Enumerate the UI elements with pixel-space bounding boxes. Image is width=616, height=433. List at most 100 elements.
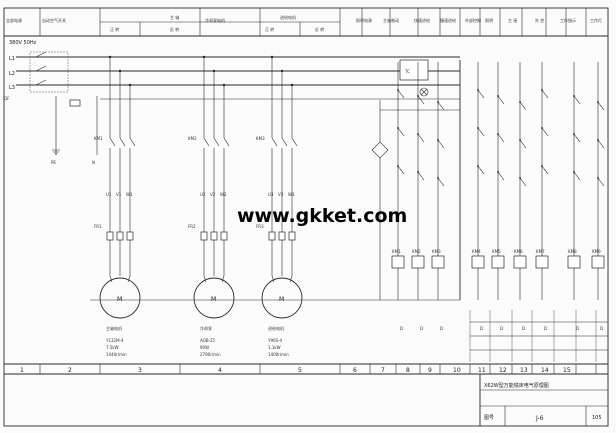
column-number-11: 11 xyxy=(478,367,486,374)
motor-2-spec3: 2790r/min xyxy=(200,352,221,357)
motor-2-symbol: M xyxy=(211,296,216,303)
motor-2-contactor: KM2 xyxy=(188,136,197,141)
row1-cell-2: D xyxy=(420,326,423,331)
motor-3-symbol: M xyxy=(279,296,284,303)
header-cell-15: 主 接 xyxy=(508,17,517,23)
supply-label: 380V 50Hz xyxy=(9,40,37,46)
ground-label: PE xyxy=(51,160,56,165)
header-cell-4: 反 转 xyxy=(170,26,179,32)
coil-label-2: KM2 xyxy=(412,249,421,254)
column-number-1: 1 xyxy=(20,367,24,374)
column-number-2: 2 xyxy=(68,367,72,374)
header-cell-16: 外 控 xyxy=(535,17,544,23)
drawing-no-label: 图号 xyxy=(484,415,494,421)
motor-2-spec2: 90W xyxy=(200,345,209,350)
motor-1-thermal: FR1 xyxy=(94,224,102,229)
motor-2-wire-u: U2 xyxy=(200,192,206,197)
header-cell-1: 自动空气开关 xyxy=(42,17,66,23)
coil-label-6: KM6 xyxy=(514,249,523,254)
phase-l1: L1 xyxy=(9,56,15,62)
coil-label-3: KM3 xyxy=(432,249,441,254)
motor-2-thermal: FR2 xyxy=(188,224,196,229)
header-cell-11: 快速进给 xyxy=(414,17,430,23)
motor-2-spec1: AOB-25 xyxy=(200,338,216,343)
header-cell-9: 照明电源 xyxy=(356,17,372,23)
header-cell-5: 冷却泵电机 xyxy=(205,17,225,23)
row1-cell-3: D xyxy=(440,326,443,331)
header-cell-2: 主 轴 xyxy=(170,14,179,20)
motor-2-desc: 冷却泵 xyxy=(200,325,212,331)
column-number-15: 15 xyxy=(563,367,571,374)
coil-label-7: KM7 xyxy=(536,249,545,254)
column-number-9: 9 xyxy=(428,367,432,374)
header-cell-10: 主轴制动 xyxy=(383,17,399,23)
drawing-title: X62W型万能铣床电气原理图 xyxy=(484,382,549,389)
row1-cell-6: D xyxy=(522,326,525,331)
motor-1-contactor: KM1 xyxy=(94,136,103,141)
header-cell-0: 全部电源 xyxy=(6,17,22,23)
header-cell-6: 进给电机 xyxy=(280,14,296,20)
motor-3-desc: 进给电机 xyxy=(268,325,284,331)
motor-3-spec3: 1400r/min xyxy=(268,352,289,357)
header-cell-13: 外部控制 xyxy=(465,17,481,23)
column-number-7: 7 xyxy=(381,367,385,374)
header-cell-12: 慢速进给 xyxy=(440,17,456,23)
motor-3-spec2: 1.1kW xyxy=(268,345,281,350)
motor-3-wire-w: W3 xyxy=(288,192,295,197)
motor-3-wire-v: V3 xyxy=(278,192,284,197)
motor-1-desc: 主轴电机 xyxy=(106,325,122,331)
column-number-12: 12 xyxy=(499,367,507,374)
motor-3-wire-u: U3 xyxy=(268,192,274,197)
motor-1-spec3: 1440r/min xyxy=(106,352,127,357)
coil-label-8: KM8 xyxy=(568,249,577,254)
motor-1-wire-w: W1 xyxy=(126,192,133,197)
column-number-4: 4 xyxy=(218,367,222,374)
coil-label-1: KM1 xyxy=(392,249,401,254)
header-cell-14: 照明 xyxy=(485,18,493,23)
header-cell-3: 正 转 xyxy=(110,26,119,32)
motor-1-symbol: M xyxy=(117,296,122,303)
coil-label-9: KM9 xyxy=(592,249,601,254)
outer-frame xyxy=(3,7,609,427)
row1-cell-5: D xyxy=(500,326,503,331)
coil-label-5: KM5 xyxy=(492,249,501,254)
row1-cell-8: D xyxy=(576,326,579,331)
column-number-3: 3 xyxy=(138,367,142,374)
watermark: www.gkket.com xyxy=(237,205,407,227)
motor-3-contactor: KM3 xyxy=(256,136,265,141)
column-number-6: 6 xyxy=(353,367,357,374)
column-number-14: 14 xyxy=(541,367,549,374)
motor-1-wire-v: V1 xyxy=(116,192,122,197)
sheet-code: 105 xyxy=(592,415,602,421)
row1-cell-4: D xyxy=(480,326,483,331)
motor-3-spec1: Y90S-4 xyxy=(267,338,283,343)
main-bus xyxy=(16,51,460,155)
header-cell-17: 工作指示 xyxy=(560,17,576,23)
breaker-tag: QF xyxy=(4,96,10,101)
motor-1-spec2: 7.5kW xyxy=(106,345,119,350)
row1-cell-9: D xyxy=(600,326,603,331)
column-number-10: 10 xyxy=(453,367,461,374)
column-number-5: 5 xyxy=(298,367,302,374)
phase-l3: L3 xyxy=(9,85,15,91)
transformer-tag: TC xyxy=(404,69,410,74)
column-number-13: 13 xyxy=(520,367,528,374)
title-block xyxy=(479,374,608,426)
motor-2-wire-w: W2 xyxy=(220,192,227,197)
